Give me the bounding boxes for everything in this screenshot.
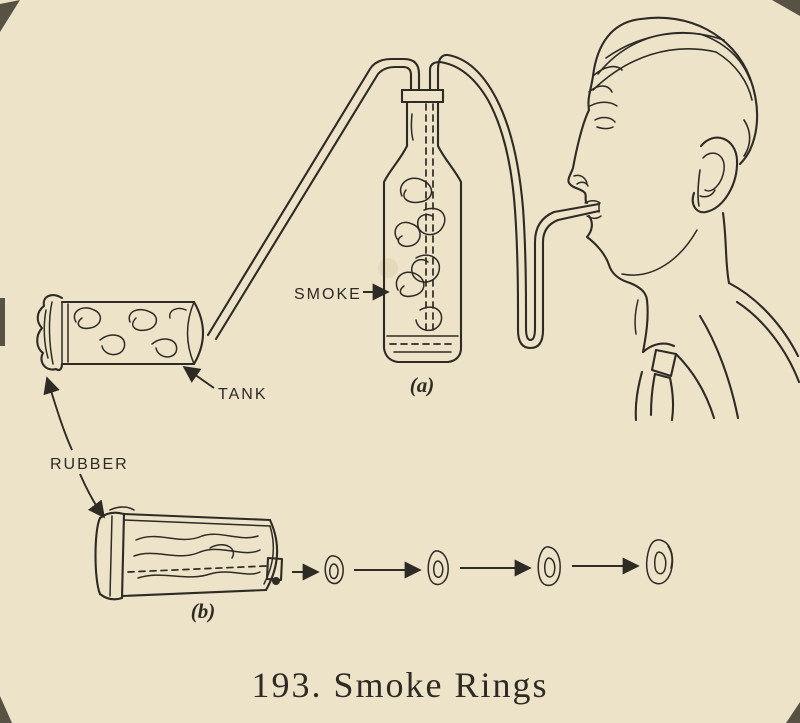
lips: [584, 200, 602, 219]
label-part-a: (a): [410, 373, 435, 397]
tank-b-cap: [94, 506, 135, 601]
label-rubber-group: RUBBER: [43, 376, 129, 519]
rubber-arrow-up: [43, 376, 73, 451]
ring-2: [427, 550, 449, 586]
smoke-rings: [292, 539, 674, 587]
collar-and-tie: [634, 281, 800, 422]
tank-a: [36, 294, 204, 372]
tank-b-smoke: [127, 533, 267, 579]
figure-caption: 193. Smoke Rings: [251, 665, 548, 705]
man-profile: [567, 16, 800, 422]
face-profile: [567, 17, 698, 354]
tube-to-mouth: [428, 53, 601, 350]
eye-and-brow: [589, 101, 618, 130]
label-tank-group: TANK: [182, 366, 267, 403]
liquid-lines: [386, 335, 459, 353]
bottle-outline: [382, 88, 463, 364]
ear: [691, 136, 739, 214]
inner-tube-dashed: [425, 103, 434, 333]
ring-1: [324, 555, 344, 585]
tank-b: [94, 506, 284, 601]
tube-to-tank: [206, 57, 421, 341]
label-rubber: RUBBER: [50, 456, 129, 473]
rubber-arrow-down: [79, 473, 106, 519]
tank-arrow: [182, 366, 215, 389]
ring-4: [645, 539, 674, 585]
bottle: [382, 88, 463, 364]
tank-b-nozzle: [265, 556, 284, 585]
ring-3: [537, 546, 561, 587]
bottle-smoke-swirls: [394, 177, 446, 332]
label-smoke-group: SMOKE: [294, 283, 390, 303]
label-smoke: SMOKE: [294, 286, 362, 303]
hair-strokes: [588, 32, 753, 207]
label-part-b: (b): [191, 599, 216, 623]
tank-a-membrane: [36, 294, 64, 372]
label-tank: TANK: [218, 386, 267, 403]
tank-a-smoke: [73, 307, 187, 358]
head-outline: [639, 16, 759, 285]
